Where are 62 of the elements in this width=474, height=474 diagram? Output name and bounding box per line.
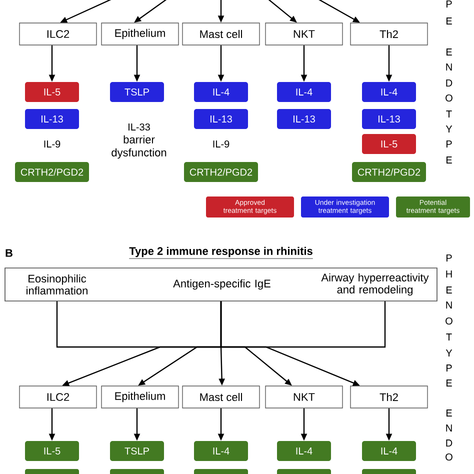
vertical-letter: E [446, 410, 452, 416]
vertical-letter: E [446, 286, 452, 294]
cytokine-box: IL-13 [277, 109, 331, 129]
cytokine-box: IL-4 [277, 82, 331, 102]
vertical-letter: N [446, 64, 452, 70]
vertical-letter: T [446, 334, 452, 340]
cytokine-box: IL-5 [25, 82, 79, 102]
cytokine-box: CRTH2/PGD2 [15, 162, 89, 182]
partial-box [194, 469, 248, 474]
panel-title: Type 2 immune response in rhinitis [128, 246, 314, 259]
panel-letter: B [6, 249, 12, 257]
partial-box [277, 469, 331, 474]
cytokine-label: IL-33 [128, 123, 150, 131]
cell-box: ILC2 [19, 22, 97, 46]
vertical-letter: O [446, 94, 452, 102]
vertical-letter: O [446, 317, 452, 325]
cytokine-box: IL-13 [194, 109, 248, 129]
cell-box: Th2 [350, 386, 428, 408]
cytokine-box: IL-13 [25, 109, 79, 129]
cell-box: ILC2 [19, 386, 97, 408]
cytokine-box: CRTH2/PGD2 [352, 162, 426, 182]
cytokine-label: IL-9 [44, 140, 60, 148]
cell-box: Epithelium [101, 386, 179, 408]
cell-box: Mast cell [182, 22, 260, 46]
partial-box [362, 469, 416, 474]
cytokine-box: IL-13 [362, 109, 416, 129]
vertical-letter: Y [446, 350, 452, 356]
vertical-letter: P [446, 254, 452, 262]
cytokine-box: CRTH2/PGD2 [184, 162, 258, 182]
cytokine-box: IL-5 [25, 441, 79, 461]
cytokine-box: TSLP [110, 441, 164, 461]
cytokine-box: IL-4 [362, 82, 416, 102]
vertical-letter: E [446, 18, 452, 24]
cell-box: NKT [265, 22, 343, 46]
vertical-letter: E [446, 48, 452, 56]
cytokine-box: IL-5 [362, 134, 416, 154]
vertical-letter: P [446, 0, 452, 8]
cell-box: Mast cell [182, 386, 260, 408]
vertical-letter: P [446, 364, 452, 372]
phenotype-box: Eosinophilic inflammation Antigen-specific IgE Airway hyperreactivity and remodeling [4, 268, 438, 302]
cytokine-box: IL-4 [277, 441, 331, 461]
vertical-letter: N [446, 424, 452, 432]
vertical-letter: E [446, 156, 452, 164]
partial-box [110, 469, 164, 474]
cell-box: Epithelium [101, 22, 179, 46]
vertical-letter: T [446, 110, 452, 118]
partial-box [25, 469, 79, 474]
cell-box: Th2 [350, 22, 428, 46]
cytokine-box: IL-4 [194, 82, 248, 102]
cytokine-label: IL-9 [213, 140, 230, 148]
cell-box: NKT [265, 386, 343, 408]
vertical-letter: D [446, 440, 452, 446]
cytokine-box: TSLP [110, 82, 164, 102]
vertical-letter: D [446, 80, 452, 86]
vertical-letter: N [446, 302, 452, 308]
vertical-letter: P [446, 140, 452, 148]
vertical-letter: O [446, 453, 452, 461]
note-text: barrier dysfunction [112, 135, 166, 159]
cytokine-box: IL-4 [194, 441, 248, 461]
vertical-letter: Y [446, 126, 452, 132]
vertical-letter: E [446, 380, 452, 386]
cytokine-box: IL-4 [362, 441, 416, 461]
